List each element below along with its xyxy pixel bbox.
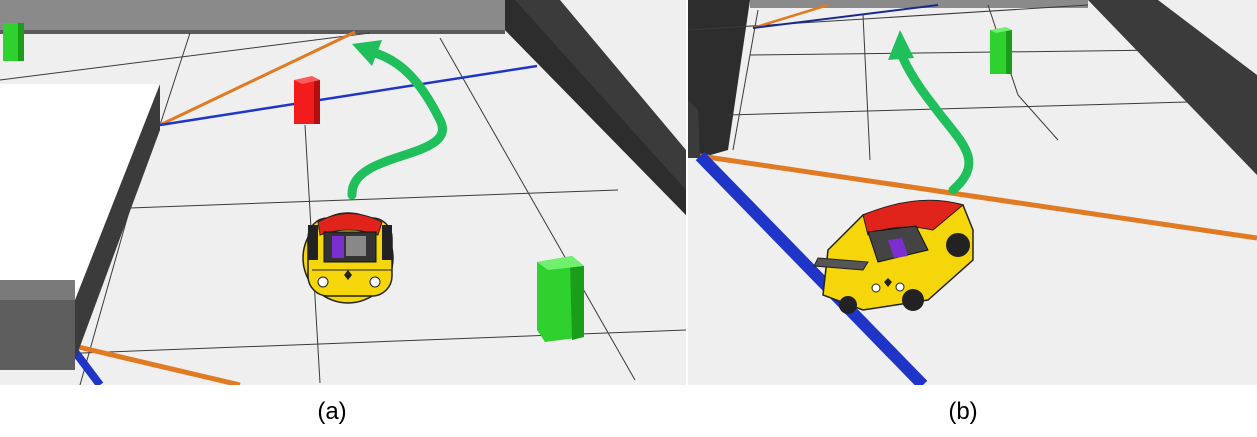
scene-a-canvas bbox=[0, 0, 686, 385]
green-cone-marker bbox=[990, 27, 1012, 74]
car-model bbox=[302, 212, 394, 304]
back-wall bbox=[750, 0, 1088, 8]
scene-b-canvas bbox=[688, 0, 1257, 385]
red-cone-marker bbox=[294, 76, 320, 124]
back-wall bbox=[0, 0, 505, 30]
scene-panel-a bbox=[0, 0, 686, 385]
green-cone-marker bbox=[537, 256, 584, 342]
white-box-side bbox=[75, 84, 160, 360]
blue-line bbox=[695, 151, 928, 385]
blue-line bbox=[159, 64, 538, 127]
caption-b: (b) bbox=[948, 398, 978, 425]
green-path-arrow bbox=[347, 40, 447, 200]
left-wall bbox=[688, 0, 750, 158]
scene-panel-b bbox=[688, 0, 1257, 385]
orange-line bbox=[699, 153, 1257, 241]
orange-line bbox=[159, 30, 356, 127]
white-box-front bbox=[0, 280, 75, 370]
caption-a: (a) bbox=[317, 398, 347, 425]
right-wall bbox=[1088, 0, 1257, 175]
car-model bbox=[813, 199, 974, 314]
green-path-arrow bbox=[888, 30, 974, 195]
